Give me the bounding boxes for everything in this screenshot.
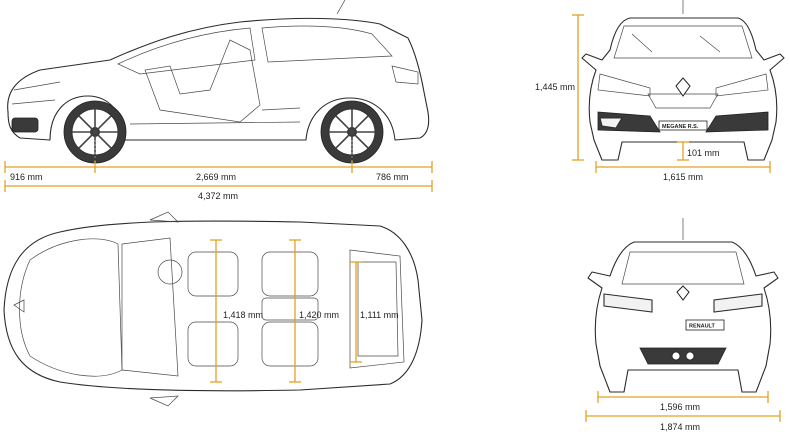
boot-width-label: 1,111 mm bbox=[360, 310, 399, 320]
front-badge-text: MEGANE R.S. bbox=[662, 124, 699, 130]
rear-shelf bbox=[349, 249, 405, 369]
side-dimension-lines bbox=[4, 140, 433, 192]
rear-lights bbox=[603, 293, 763, 313]
front-intake bbox=[11, 117, 39, 133]
rear-dimension-lines bbox=[585, 391, 781, 422]
overall-width-label: 1,874 mm bbox=[660, 422, 700, 432]
fog-light-left bbox=[599, 117, 623, 129]
front-dimension-lines bbox=[572, 14, 771, 173]
tail-light bbox=[391, 65, 419, 85]
exhaust-right bbox=[685, 351, 695, 361]
wiper-lines bbox=[631, 33, 721, 53]
rear-view: RENAULT 1,596 mm 1,874 mm bbox=[585, 218, 781, 432]
rear-track-label: 1,596 mm bbox=[660, 402, 700, 412]
front-view: MEGANE R.S. 1,445 mm 101 mm 1,615 mm bbox=[535, 0, 785, 182]
rear-overhang-label: 786 mm bbox=[376, 172, 409, 182]
front-track-label: 1,615 mm bbox=[663, 172, 703, 182]
top-body-outline bbox=[3, 220, 423, 392]
bonnet bbox=[19, 238, 123, 377]
top-seats bbox=[157, 251, 319, 367]
windscreen-top bbox=[121, 237, 179, 377]
rear-wheel bbox=[320, 100, 384, 164]
wheelbase-label: 2,669 mm bbox=[196, 172, 236, 182]
headlights bbox=[597, 73, 769, 97]
front-plate bbox=[658, 120, 708, 131]
front-elbow-width-label: 1,418 mm bbox=[223, 310, 263, 320]
sill-lines bbox=[129, 107, 301, 125]
rear-plate bbox=[685, 319, 725, 331]
side-air-intakes bbox=[597, 111, 769, 133]
boot-area bbox=[357, 261, 399, 357]
overall-length-label: 4,372 mm bbox=[198, 191, 238, 201]
side-body-outline bbox=[7, 17, 430, 141]
front-overhang-label: 916 mm bbox=[10, 172, 43, 182]
upper-grille bbox=[647, 93, 719, 109]
front-grille-lines bbox=[11, 81, 61, 105]
height-label: 1,445 mm bbox=[535, 82, 575, 92]
front-body-outline bbox=[581, 17, 785, 161]
seats-cutaway bbox=[144, 39, 261, 123]
top-view: 1,418 mm 1,420 mm 1,111 mm bbox=[3, 211, 423, 407]
rear-diffuser bbox=[639, 347, 727, 365]
side-mirrors bbox=[149, 211, 179, 407]
exhaust-left bbox=[671, 351, 681, 361]
rear-badge-text: RENAULT bbox=[689, 324, 716, 330]
windscreen bbox=[613, 25, 753, 59]
top-dimension-lines bbox=[210, 239, 362, 383]
side-window-front bbox=[117, 27, 256, 75]
ground-clearance-label: 101 mm bbox=[687, 148, 720, 158]
front-badge-top bbox=[13, 299, 25, 313]
antenna bbox=[336, 0, 346, 15]
rear-window bbox=[621, 251, 745, 285]
renault-logo-icon bbox=[675, 77, 691, 97]
side-view: 916 mm 2,669 mm 786 mm 4,372 mm bbox=[4, 0, 433, 201]
rear-logo-icon bbox=[676, 285, 690, 301]
side-window-rear bbox=[261, 25, 393, 63]
rear-elbow-width-label: 1,420 mm bbox=[299, 310, 339, 320]
rear-body-outline bbox=[587, 241, 779, 393]
front-wheel bbox=[63, 100, 127, 164]
